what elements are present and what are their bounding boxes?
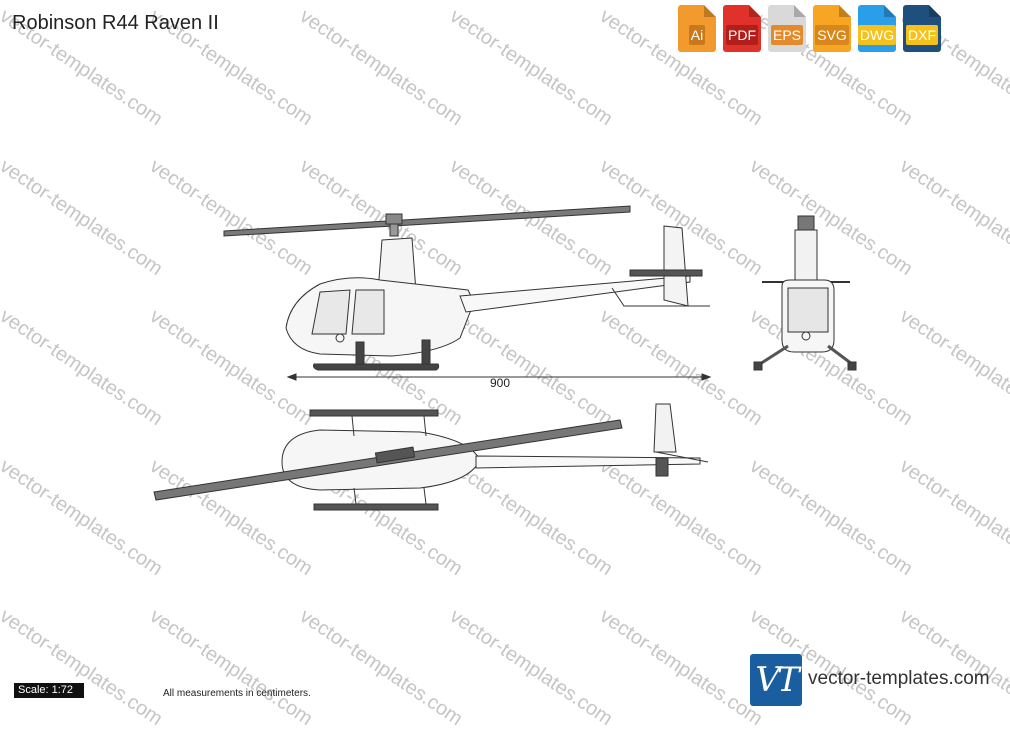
scale-badge: Scale: 1:72 [14, 683, 84, 698]
format-ai-button[interactable]: Ai [678, 5, 716, 52]
top-view [153, 403, 709, 511]
format-download-bar: Ai PDF EPS SVG DWG DXF [678, 5, 941, 52]
format-pdf-label: PDF [726, 25, 758, 45]
helicopter-blueprint [153, 205, 857, 511]
format-svg-label: SVG [815, 25, 849, 45]
side-view [223, 205, 712, 381]
format-dwg-label: DWG [857, 25, 897, 45]
front-view [753, 215, 857, 371]
format-eps-button[interactable]: EPS [768, 5, 806, 52]
measurement-note: All measurements in centimeters. [163, 688, 311, 699]
format-ai-label: Ai [688, 25, 706, 45]
vt-logo-icon[interactable]: VT [750, 654, 802, 706]
logo-text: VT [755, 660, 799, 700]
format-svg-button[interactable]: SVG [813, 5, 851, 52]
brand-link[interactable]: vector-templates.com [808, 668, 990, 689]
format-dxf-label: DXF [906, 25, 938, 45]
page-title: Robinson R44 Raven II [12, 12, 219, 34]
format-eps-label: EPS [770, 25, 803, 45]
format-pdf-button[interactable]: PDF [723, 5, 761, 52]
length-dimension-label: 900 [490, 376, 511, 390]
format-dxf-button[interactable]: DXF [903, 5, 941, 52]
format-dwg-button[interactable]: DWG [857, 5, 897, 52]
